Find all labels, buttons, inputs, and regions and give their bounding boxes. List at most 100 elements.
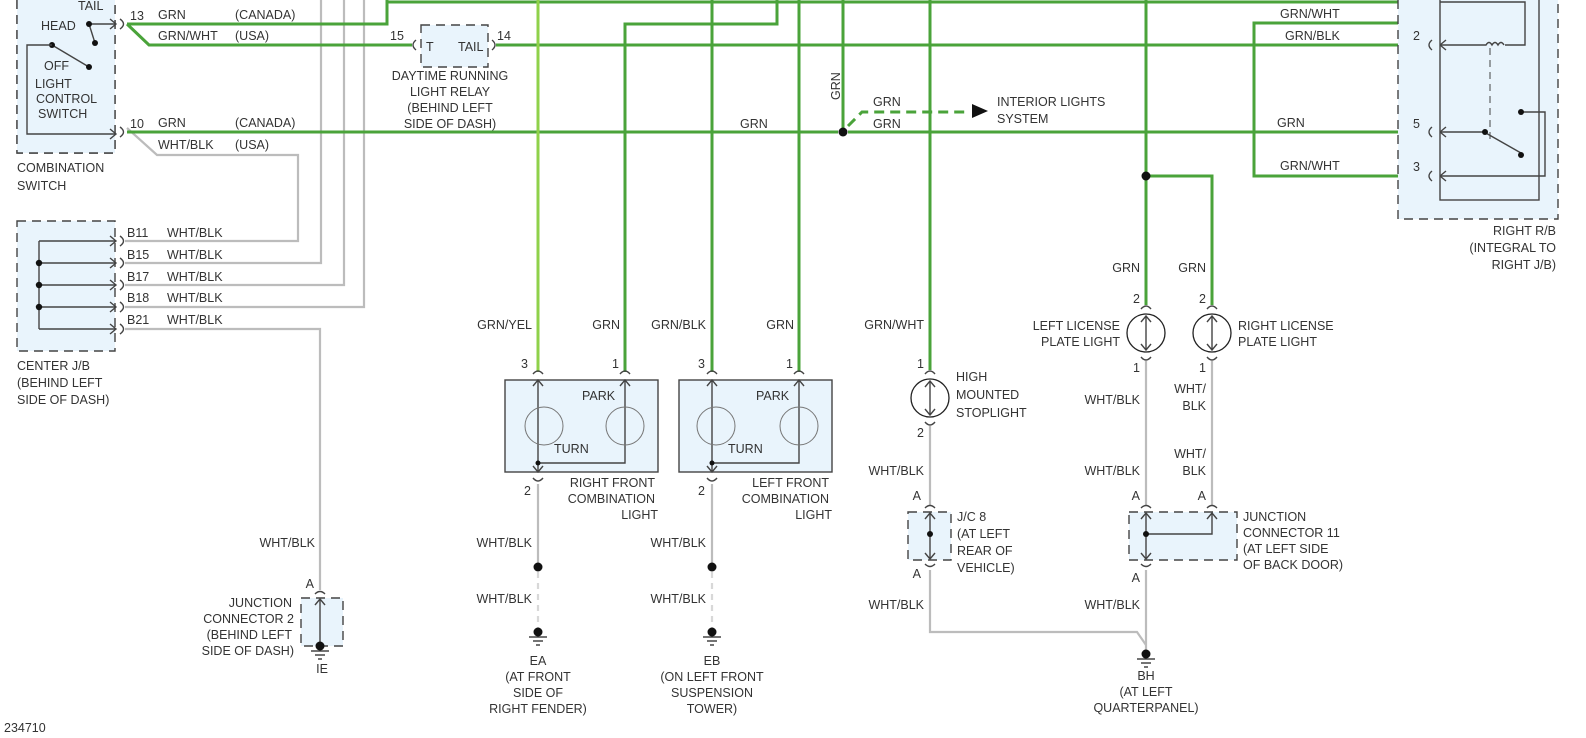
wire-label: BLK [1182,464,1206,478]
wire-label: WHT/BLK [476,536,532,550]
wire-label: WHT/BLK [167,248,223,262]
lf-turn-label: TURN [728,442,763,456]
right-rb-label-2: (INTEGRAL TO [1469,241,1556,255]
wire-label: WHT/BLK [259,536,315,550]
diagram-id: 234710 [4,721,46,735]
wire-note: (USA) [235,138,269,152]
ground-eb-label: EB [704,654,721,668]
jc11-label-4: OF BACK DOOR) [1243,558,1343,572]
lic-r-pin-2: 2 [1199,292,1206,306]
drl-relay-label: DAYTIME RUNNING [392,69,508,83]
wire-label: WHT/BLK [868,598,924,612]
left-front-combination-light: PARK TURN 3 1 2 LEFT FRONT COMBINATION L… [678,357,833,522]
wire-label: GRN [1277,116,1305,130]
wire-labels: 13 10 GRN (CANADA) GRN/WHT (USA) GRN (CA… [127,7,1341,612]
ground-eb-label-2: (ON LEFT FRONT [660,670,764,684]
jc2-label: JUNCTION [229,596,292,610]
wire-label: WHT/BLK [650,536,706,550]
ground-ea-label: EA [530,654,547,668]
wire-label: GRN [873,117,901,131]
hms-pin-1: 1 [917,357,924,371]
splice-dot [838,127,848,137]
combination-switch-label-2: SWITCH [17,179,66,193]
wire-label: GRN [592,318,620,332]
interior-lights-arrow-icon [972,104,988,118]
lf-label: LEFT FRONT [752,476,829,490]
combination-switch: TAIL HEAD OFF LIGHT CONTROL SWITCH COMBI… [16,0,118,193]
jc8-pin-a: A [913,489,922,503]
jb-pin: B17 [127,270,149,284]
wire-label: GRN [1178,261,1206,275]
jc2-label-3: (BEHIND LEFT [207,628,293,642]
ground-ie-label: IE [316,662,328,676]
switch-pos-head: HEAD [41,19,76,33]
hms-label-2: MOUNTED [956,388,1019,402]
center-jb-label: CENTER J/B [17,359,90,373]
jb-pin: B21 [127,313,149,327]
rf-label: RIGHT FRONT [570,476,656,490]
pin-13: 13 [130,9,144,23]
jc8-label-3: REAR OF [957,544,1013,558]
wire-label: GRN [158,8,186,22]
light-control-switch-label-3: SWITCH [38,107,87,121]
lic-l-label: LEFT LICENSE [1033,319,1120,333]
ground-bh-label-2: (AT LEFT [1119,685,1172,699]
lic-r-label-2: PLATE LIGHT [1238,335,1317,349]
right-front-combination-light: PARK TURN 3 1 2 RIGHT FRONT COMBINATION … [504,357,659,522]
light-control-switch-label-2: CONTROL [36,92,97,106]
jb-pin: B18 [127,291,149,305]
right-rb-label: RIGHT R/B [1493,224,1556,238]
rf-pin-3: 3 [521,357,528,371]
lic-l-pin-1: 1 [1133,361,1140,375]
hms-pin-2: 2 [917,426,924,440]
center-jb-label-3: SIDE OF DASH) [17,393,109,407]
wire-label: GRN/WHT [864,318,924,332]
wire-label: GRN [873,95,901,109]
lf-label-2: COMBINATION [742,492,829,506]
wire-label: WHT/BLK [1084,393,1140,407]
wire-label: WHT/ [1174,447,1206,461]
right-license-plate-light: 2 1 RIGHT LICENSE PLATE LIGHT [1192,292,1334,375]
lic-l-pin-2: 2 [1133,292,1140,306]
wire-label: GRN [1112,261,1140,275]
combination-switch-label: COMBINATION [17,161,104,175]
wire-label: GRN [158,116,186,130]
wire-label: GRN [766,318,794,332]
jc11-label-3: (AT LEFT SIDE [1243,542,1328,556]
ground-ea-label-3: SIDE OF [513,686,563,700]
high-mounted-stoplight: 1 2 HIGH MOUNTED STOPLIGHT [910,357,1027,440]
wht-blk-wires [125,0,366,590]
interior-lights-label: INTERIOR LIGHTS [997,95,1105,109]
wire-label: BLK [1182,399,1206,413]
wire-label: GRN/WHT [158,29,218,43]
ground-ea-icon [529,627,547,646]
interior-lights-label-2: SYSTEM [997,112,1048,126]
jc2-label-2: CONNECTOR 2 [203,612,294,626]
jc2: A IE JUNCTION CONNECTOR 2 (BEHIND LEFT S… [202,577,344,676]
rf-label-3: LIGHT [621,508,658,522]
lf-label-3: LIGHT [795,508,832,522]
rb-pin-5: 5 [1413,117,1420,131]
center-jb-label-2: (BEHIND LEFT [17,376,103,390]
jc11-pin-a-3: A [1132,571,1141,585]
drl-relay-label-4: SIDE OF DASH) [404,117,496,131]
jc11-pin-a: A [1132,489,1141,503]
ground-bh-label: BH [1137,669,1154,683]
jc2-label-4: SIDE OF DASH) [202,644,294,658]
ground-ea-label-4: RIGHT FENDER) [489,702,587,716]
wire-label: GRN/WHT [1280,7,1340,21]
relay-pin-14: 14 [497,29,511,43]
wire-label: WHT/BLK [1084,464,1140,478]
jc2-pin-a: A [306,577,315,591]
wire-label: GRN/YEL [477,318,532,332]
jc11-label: JUNCTION [1243,510,1306,524]
wire-note: (CANADA) [235,116,295,130]
jb-pin: B11 [127,226,148,240]
lic-r-label: RIGHT LICENSE [1238,319,1334,333]
jb-pin: B15 [127,248,149,262]
center-jb: CENTER J/B (BEHIND LEFT SIDE OF DASH) [16,220,118,407]
wire-label: WHT/BLK [476,592,532,606]
lic-r-pin-1: 1 [1199,361,1206,375]
left-license-plate-light: 2 1 LEFT LICENSE PLATE LIGHT [1033,292,1166,375]
lf-pin-3: 3 [698,357,705,371]
